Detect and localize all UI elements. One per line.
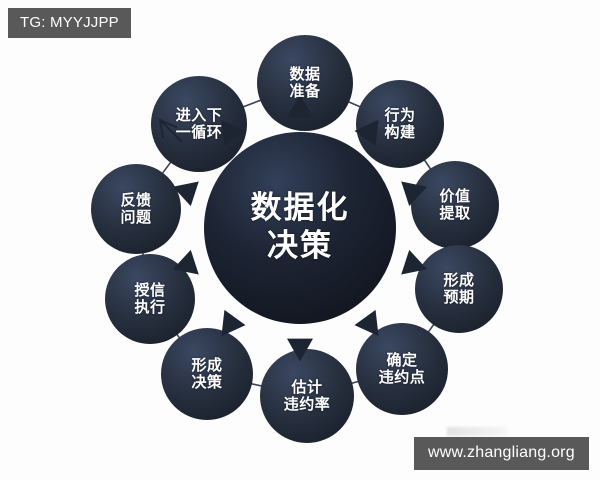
radial-arrow xyxy=(287,338,313,362)
satellite-circle[interactable] xyxy=(415,245,503,333)
connector-line xyxy=(422,158,433,171)
watermark-bottom-right: www.zhangliang.org xyxy=(414,437,589,470)
radial-arrow xyxy=(287,94,313,118)
watermark-top-left: TG: MYYJJPP xyxy=(8,8,131,38)
connector-line xyxy=(249,382,264,388)
satellite-circle[interactable] xyxy=(151,76,247,172)
connector-line xyxy=(160,160,173,175)
satellite-circles-group xyxy=(91,35,503,443)
satellite-circle[interactable] xyxy=(105,254,195,344)
satellite-circle[interactable] xyxy=(260,349,354,443)
satellite-circle[interactable] xyxy=(356,80,444,168)
connector-line xyxy=(241,98,263,109)
background-artifact xyxy=(447,427,507,436)
satellite-circle[interactable] xyxy=(411,161,499,249)
connector-lines-group xyxy=(141,98,458,388)
radial-arrow xyxy=(172,181,199,207)
satellite-circle[interactable] xyxy=(91,164,181,254)
radial-arrow xyxy=(221,309,246,337)
connector-line xyxy=(426,322,436,334)
satellite-circle[interactable] xyxy=(356,323,448,415)
radial-arrow xyxy=(221,119,246,147)
satellite-circle[interactable] xyxy=(161,328,253,420)
radial-arrow xyxy=(401,181,428,207)
radial-arrow xyxy=(354,309,379,337)
radial-arrow xyxy=(172,249,199,275)
radial-arrow xyxy=(354,119,379,147)
arrow-triangles-group xyxy=(172,94,428,362)
cycle-arrow-marker xyxy=(159,119,182,142)
connector-line xyxy=(346,100,362,109)
satellite-circle[interactable] xyxy=(257,35,353,131)
center-circle xyxy=(204,132,396,324)
center-circle-group xyxy=(204,132,396,324)
radial-arrow xyxy=(401,249,428,275)
cycle-direction-arrowhead xyxy=(159,119,182,142)
